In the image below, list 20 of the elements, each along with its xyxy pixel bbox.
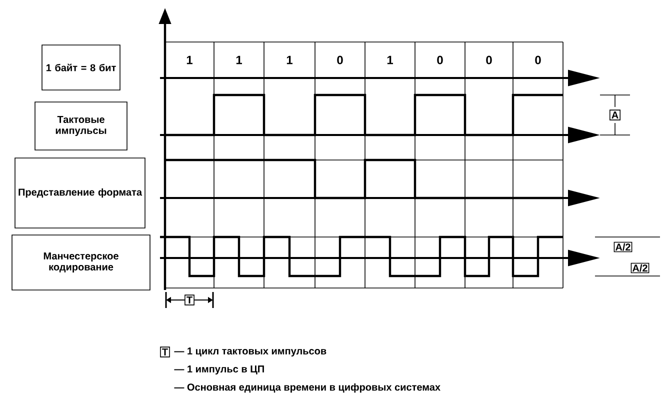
dimension-label: A: [610, 110, 621, 120]
row-label-box: 1 байт = 8 бит: [42, 44, 120, 90]
bit-label: 1: [186, 56, 192, 64]
bit-label: 0: [337, 56, 343, 64]
dimension-label: T: [184, 294, 194, 306]
note-text: — 1 импульс в ЦП: [174, 366, 264, 374]
bit-label: 1: [236, 56, 242, 64]
bit-label: 0: [535, 56, 541, 64]
dimension-label: A/2: [614, 242, 632, 252]
note-text: — Основная единица времени в цифровых системах: [174, 383, 440, 393]
bit-label: 0: [486, 56, 492, 64]
dimension-label: A/2: [630, 262, 650, 274]
row-label-box: Тактовые импульсы: [34, 102, 128, 150]
symbol-label: T: [160, 346, 170, 358]
note-text: — 1 цикл тактовых импульсов: [174, 348, 326, 356]
row-label-box: Представление формата: [14, 158, 146, 228]
bit-label: 1: [387, 56, 393, 64]
row-label-box: Манчестерское кодирование: [12, 234, 150, 290]
bit-label: 1: [286, 56, 292, 64]
bit-label: 0: [437, 56, 443, 64]
